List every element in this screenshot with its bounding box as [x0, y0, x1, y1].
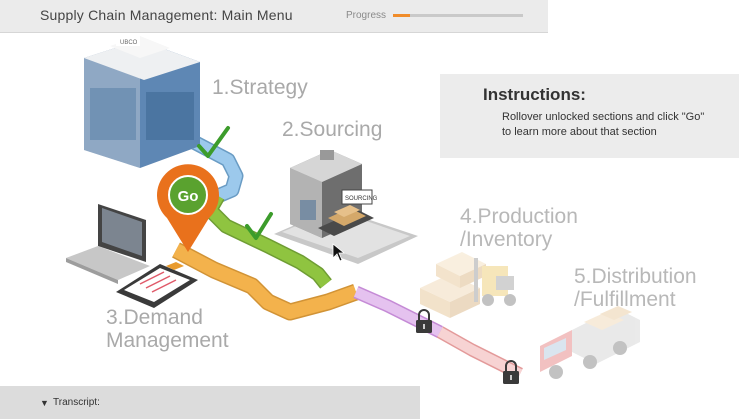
mouse-cursor-icon: [332, 243, 346, 262]
strategy-building-icon: [84, 36, 200, 168]
stage-strategy-link[interactable]: 1.Strategy: [212, 76, 308, 99]
expand-arrow-icon: ▼: [40, 398, 49, 408]
transcript-toggle[interactable]: ▼ Transcript:: [0, 386, 420, 419]
progress-bar-fill: [393, 14, 410, 17]
progress-label: Progress: [346, 10, 387, 21]
sourcing-sign-text: SOURCING: [345, 196, 378, 202]
production-lock-icon: [416, 309, 432, 333]
progress-bar: [393, 14, 523, 17]
clipboard-icon: [116, 262, 198, 308]
go-marker-label: Go: [178, 188, 199, 205]
page-title: Supply Chain Management: Main Menu: [40, 7, 293, 23]
title-bar: Supply Chain Management: Main Menu Progr…: [0, 0, 548, 33]
sourcing-store-icon: [274, 150, 418, 264]
production-forklift-icon: [420, 252, 516, 318]
stage-demand-management-link[interactable]: 3.Demand Management: [106, 306, 229, 352]
laptop-icon: [66, 204, 150, 284]
path-distribution: [436, 326, 523, 380]
instructions-panel: Instructions: Rollover unlocked sections…: [440, 74, 739, 158]
path-strategy: [186, 133, 244, 203]
stage-production-inventory-label: 4.Production /Inventory: [460, 205, 578, 251]
distribution-lock-icon: [503, 360, 519, 384]
stage-sourcing-link[interactable]: 2.Sourcing: [282, 118, 383, 141]
sourcing-check-icon: [245, 212, 273, 240]
strategy-check-icon: [197, 126, 230, 158]
instructions-body: Rollover unlocked sections and click "Go…: [502, 111, 705, 138]
transcript-label: Transcript:: [53, 397, 100, 408]
distribution-truck-icon: [540, 306, 640, 379]
go-marker-button[interactable]: Go: [153, 160, 223, 256]
building-sign-text: UBCO: [120, 40, 138, 46]
path-demand: [172, 242, 359, 321]
instructions-heading: Instructions:: [483, 85, 586, 104]
stage-distribution-fulfillment-label: 5.Distribution /Fulfillment: [574, 265, 697, 311]
